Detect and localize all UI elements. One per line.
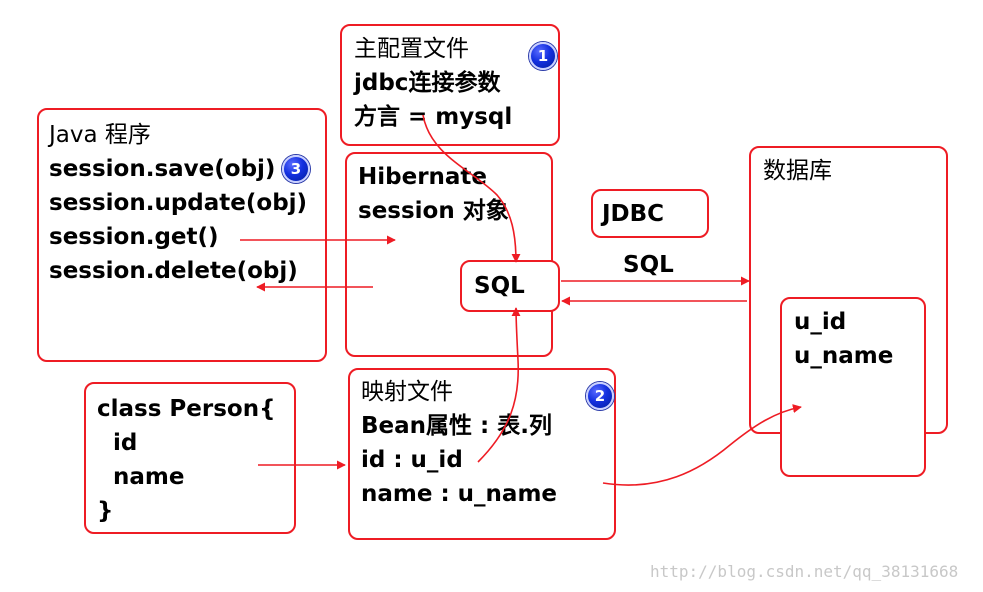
mapping-file-box: 映射文件 Bean属性 : 表.列 id : u_id name : u_nam… — [348, 368, 616, 540]
database-table-box: u_id u_name — [780, 297, 926, 477]
sql-box: SQL — [460, 260, 560, 312]
jdbc-label: JDBC — [602, 201, 665, 227]
badge-1: 1 — [529, 42, 557, 70]
sql-box-label: SQL — [474, 273, 525, 299]
mapping-title: 映射文件 — [361, 379, 453, 405]
column-u-name: u_name — [794, 343, 894, 369]
person-class-decl: class Person{ — [97, 396, 276, 422]
java-program-box: Java 程序 session.save(obj) session.update… — [37, 108, 327, 362]
person-class-box: class Person{ id name } — [84, 382, 296, 534]
hibernate-session-object: session 对象 — [358, 198, 509, 224]
arrow-config-to-sql — [422, 114, 521, 263]
arrow-mapping-to-table — [602, 404, 802, 486]
config-dialect: 方言 = mysql — [354, 104, 513, 130]
hibernate-title: Hibernate — [358, 164, 488, 190]
config-file-box: 主配置文件 jdbc连接参数 方言 = mysql 1 — [340, 24, 560, 146]
config-jdbc-params: jdbc连接参数 — [354, 70, 501, 96]
person-field-name: name — [97, 464, 185, 490]
mapping-id: id : u_id — [361, 447, 463, 473]
column-u-id: u_id — [794, 309, 847, 335]
person-field-id: id — [97, 430, 138, 456]
badge-2: 2 — [586, 382, 614, 410]
database-title: 数据库 — [763, 158, 832, 184]
jdbc-box: JDBC — [591, 189, 709, 238]
java-save: session.save(obj) — [49, 156, 276, 182]
java-title: Java 程序 — [49, 122, 151, 148]
java-delete: session.delete(obj) — [49, 258, 298, 284]
person-close-brace: } — [97, 498, 114, 524]
arrow-mapping-to-sql — [477, 307, 521, 463]
sql-arrow-label: SQL — [623, 252, 674, 278]
java-update: session.update(obj) — [49, 190, 308, 216]
mapping-name: name : u_name — [361, 481, 558, 507]
mapping-bean-attr: Bean属性 : 表.列 — [361, 413, 552, 439]
badge-3: 3 — [282, 155, 310, 183]
java-get: session.get() — [49, 224, 219, 250]
config-title: 主配置文件 — [354, 36, 469, 62]
watermark: http://blog.csdn.net/qq_38131668 — [650, 562, 959, 581]
